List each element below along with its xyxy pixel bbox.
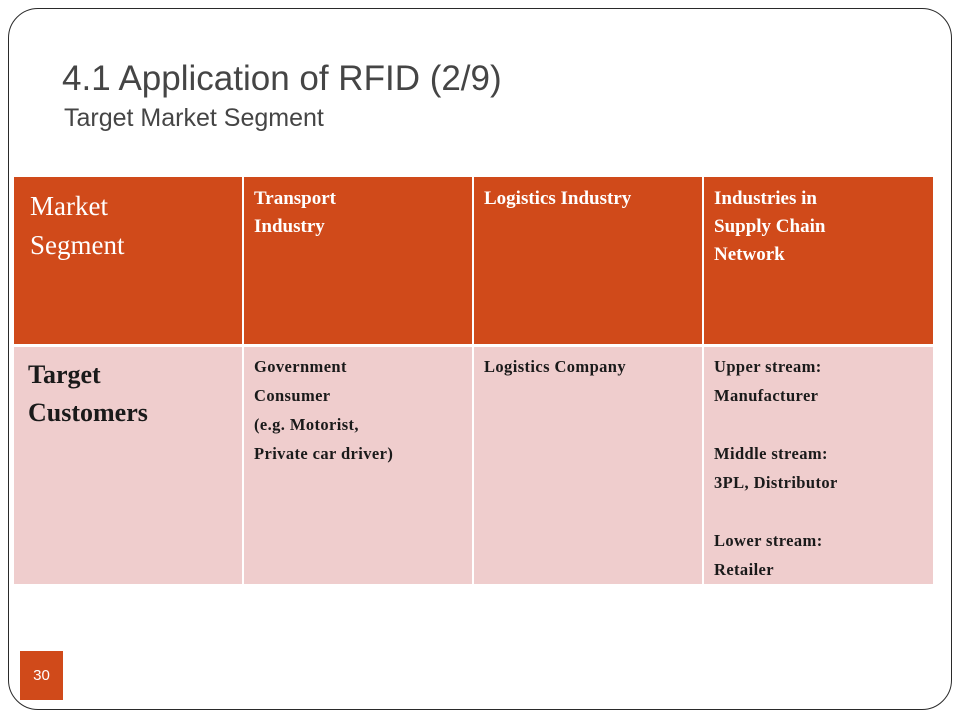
cell-line: Target xyxy=(28,359,101,389)
cell-line: Upper stream: xyxy=(714,356,822,376)
row-label-target-customers: Target Customers xyxy=(14,343,243,584)
market-segment-table: Market Segment Transport Industry Logist… xyxy=(14,177,933,584)
cell-line: Private car driver) xyxy=(254,443,394,463)
cell-line: Customers xyxy=(28,397,148,427)
cell-line: Network xyxy=(714,244,785,265)
cell-line: Segment xyxy=(30,230,125,260)
header-supply-chain-industries: Industries in Supply Chain Network xyxy=(702,177,933,345)
page-number-badge: 30 xyxy=(20,651,63,700)
cell-line: Retailer xyxy=(714,559,774,579)
cell-line: Industries in xyxy=(714,188,817,209)
cell-line: Middle stream: xyxy=(714,443,828,463)
title-block: 4.1 Application of RFID (2/9) Target Mar… xyxy=(62,58,502,133)
cell-line: Manufacturer xyxy=(714,385,819,405)
cell-line: Consumer xyxy=(254,385,331,405)
cell-line: 3PL, Distributor xyxy=(714,472,838,492)
cell-line: Lower stream: xyxy=(714,530,823,550)
cell-line: Supply Chain xyxy=(714,216,826,237)
cell-line: Transport xyxy=(254,188,336,209)
cell-line: Logistics Company xyxy=(484,356,627,376)
cell-line: Market xyxy=(30,191,108,221)
slide-title: 4.1 Application of RFID (2/9) xyxy=(62,59,502,98)
cell-line: (e.g. Motorist, xyxy=(254,414,359,434)
table-row-target-customers: Target Customers Government Consumer (e.… xyxy=(14,343,933,584)
cell-line: Government xyxy=(254,356,347,376)
slide-subtitle: Target Market Segment xyxy=(64,104,324,132)
header-logistics-industry: Logistics Industry xyxy=(472,177,703,345)
cell-transport-customers: Government Consumer (e.g. Motorist, Priv… xyxy=(242,343,473,584)
cell-supply-chain-customers: Upper stream: Manufacturer Middle stream… xyxy=(702,343,933,584)
cell-logistics-customers: Logistics Company xyxy=(472,343,703,584)
line-spacer xyxy=(714,497,927,526)
header-market-segment: Market Segment xyxy=(14,177,243,345)
table-header-row: Market Segment Transport Industry Logist… xyxy=(14,177,933,345)
cell-line: Logistics Industry xyxy=(484,188,632,209)
line-spacer xyxy=(714,410,927,439)
cell-line: Industry xyxy=(254,216,325,237)
header-transport-industry: Transport Industry xyxy=(242,177,473,345)
